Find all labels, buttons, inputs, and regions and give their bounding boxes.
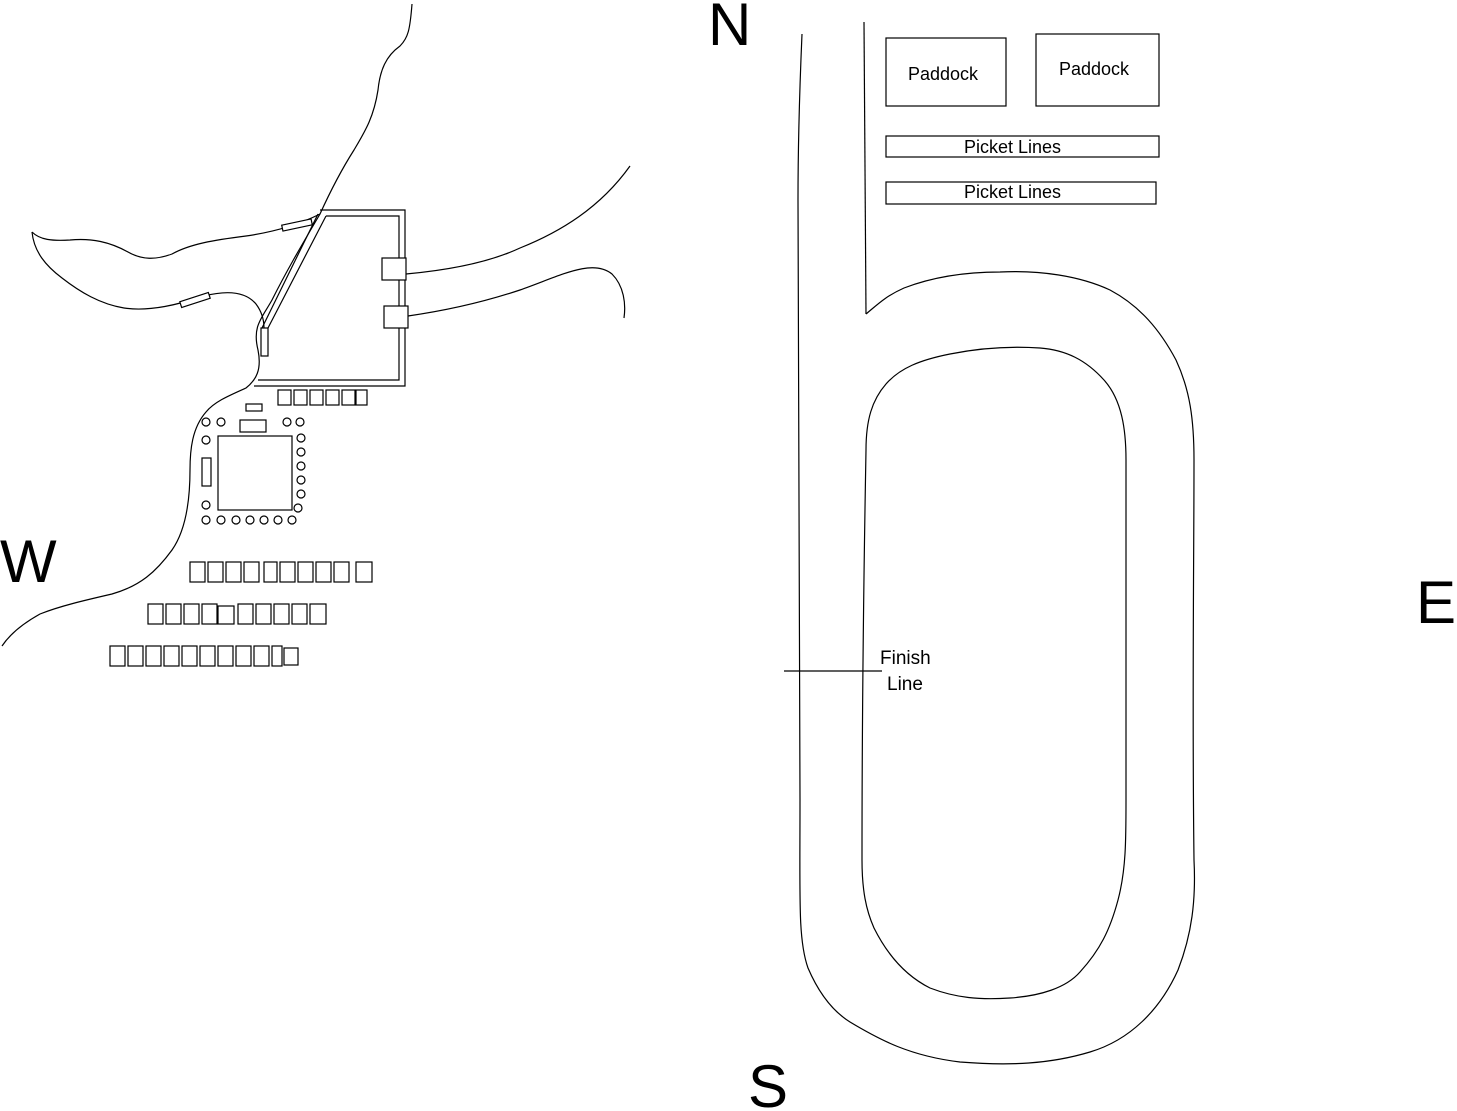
paddock-right-label: Paddock — [1059, 59, 1130, 79]
picket-lines-upper-label: Picket Lines — [964, 137, 1061, 157]
creek-upper — [31, 213, 321, 259]
paddock-left — [885, 37, 1007, 107]
gate-west — [260, 327, 269, 357]
finish-line-label-2: Line — [887, 674, 923, 695]
picket-lines-lower — [885, 181, 1157, 205]
compass-north: N — [708, 0, 751, 58]
camp-rect — [239, 419, 267, 433]
river-bank-main — [1, 3, 413, 647]
track-chute-edge — [863, 21, 867, 315]
camp-small-rect — [245, 403, 263, 412]
picket-lines-upper — [885, 135, 1160, 158]
fort-diagonal-wall-a — [261, 213, 319, 329]
encampment-row-1 — [189, 561, 373, 583]
compass-east: E — [1416, 569, 1456, 636]
fort-gate-lower — [383, 305, 409, 329]
compass-west: W — [0, 528, 57, 595]
road-east-upper — [405, 165, 631, 275]
road-east-lower — [407, 267, 626, 319]
creek-lower — [31, 231, 265, 329]
encampment-row-2 — [147, 603, 327, 625]
finish-line-label-1: Finish — [880, 648, 931, 669]
fort-diagonal-wall-b — [267, 215, 327, 329]
encampment-row-3 — [109, 645, 299, 667]
camp-square — [217, 435, 293, 511]
bridge-north — [280, 218, 314, 232]
picket-lines-lower-label: Picket Lines — [964, 182, 1061, 202]
fort-gate-upper — [381, 257, 407, 281]
compass-south: S — [748, 1053, 788, 1111]
fort-wall-outer — [254, 209, 406, 387]
bridge-west — [179, 291, 211, 309]
camp-side-rect — [201, 457, 212, 487]
camp-tents — [201, 417, 306, 525]
fort-wall-inner — [258, 215, 400, 381]
paddock-left-label: Paddock — [908, 64, 979, 84]
paddock-right — [1035, 33, 1160, 107]
track-inner-edge — [861, 346, 1127, 1000]
huts-row-fort — [277, 389, 368, 406]
